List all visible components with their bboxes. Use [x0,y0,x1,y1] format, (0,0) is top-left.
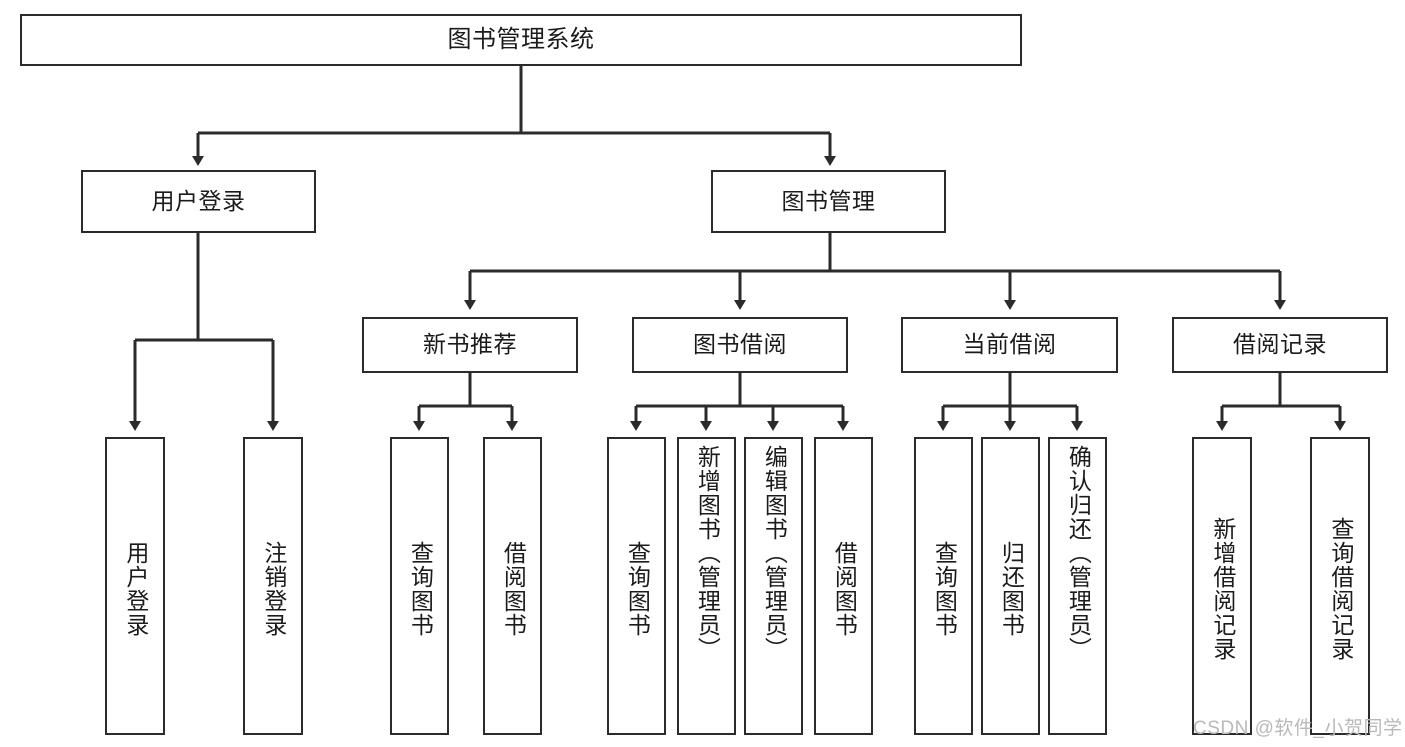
leaf-query-books-borrowing[interactable]: 查询图书 [607,437,666,735]
leaf-label: 用户登录 [122,541,149,637]
node-label: 当前借阅 [962,331,1057,358]
node-label: 新书推荐 [423,331,517,358]
leaf-label: 新增图书（管理员） [694,445,721,661]
node-book-borrowing[interactable]: 图书借阅 [632,317,848,373]
node-borrowing-records[interactable]: 借阅记录 [1172,317,1388,373]
leaf-borrow-books-recommendation[interactable]: 借阅图书 [483,437,542,735]
node-label: 图书管理系统 [447,25,595,53]
node-current-borrowing[interactable]: 当前借阅 [901,317,1118,373]
node-user-login[interactable]: 用户登录 [81,170,316,233]
node-label: 用户登录 [151,187,246,214]
leaf-add-book-admin[interactable]: 新增图书（管理员） [677,437,736,735]
node-label: 借阅记录 [1233,331,1327,358]
node-root-book-management-system[interactable]: 图书管理系统 [20,14,1022,66]
leaf-confirm-return-admin[interactable]: 确认归还（管理员） [1048,437,1107,735]
leaf-label: 查询借阅记录 [1327,517,1354,661]
leaf-add-borrow-record[interactable]: 新增借阅记录 [1192,437,1252,735]
node-label: 图书管理 [781,187,876,214]
leaf-label: 借阅图书 [500,541,527,637]
leaf-label: 归还图书 [998,541,1025,637]
leaf-logout[interactable]: 注销登录 [243,437,303,735]
leaf-label: 查询图书 [931,541,958,637]
leaf-label: 编辑图书（管理员） [761,445,788,661]
node-new-book-recommendation[interactable]: 新书推荐 [362,317,578,373]
leaf-user-login[interactable]: 用户登录 [105,437,165,735]
leaf-label: 注销登录 [260,541,287,637]
leaf-query-books-recommendation[interactable]: 查询图书 [390,437,449,735]
leaf-query-borrow-record[interactable]: 查询借阅记录 [1310,437,1370,735]
leaf-label: 借阅图书 [831,541,858,637]
node-label: 图书借阅 [693,331,787,358]
leaf-query-books-current[interactable]: 查询图书 [914,437,973,735]
leaf-label: 查询图书 [624,541,651,637]
watermark: CSDN @软件_小贺同学 [1193,718,1403,739]
leaf-borrow-books-borrowing[interactable]: 借阅图书 [814,437,873,735]
leaf-label: 新增借阅记录 [1209,517,1236,661]
leaf-label: 查询图书 [407,541,434,637]
node-book-management[interactable]: 图书管理 [711,170,946,233]
leaf-edit-book-admin[interactable]: 编辑图书（管理员） [744,437,803,735]
leaf-return-books[interactable]: 归还图书 [981,437,1040,735]
leaf-label: 确认归还（管理员） [1065,445,1092,661]
